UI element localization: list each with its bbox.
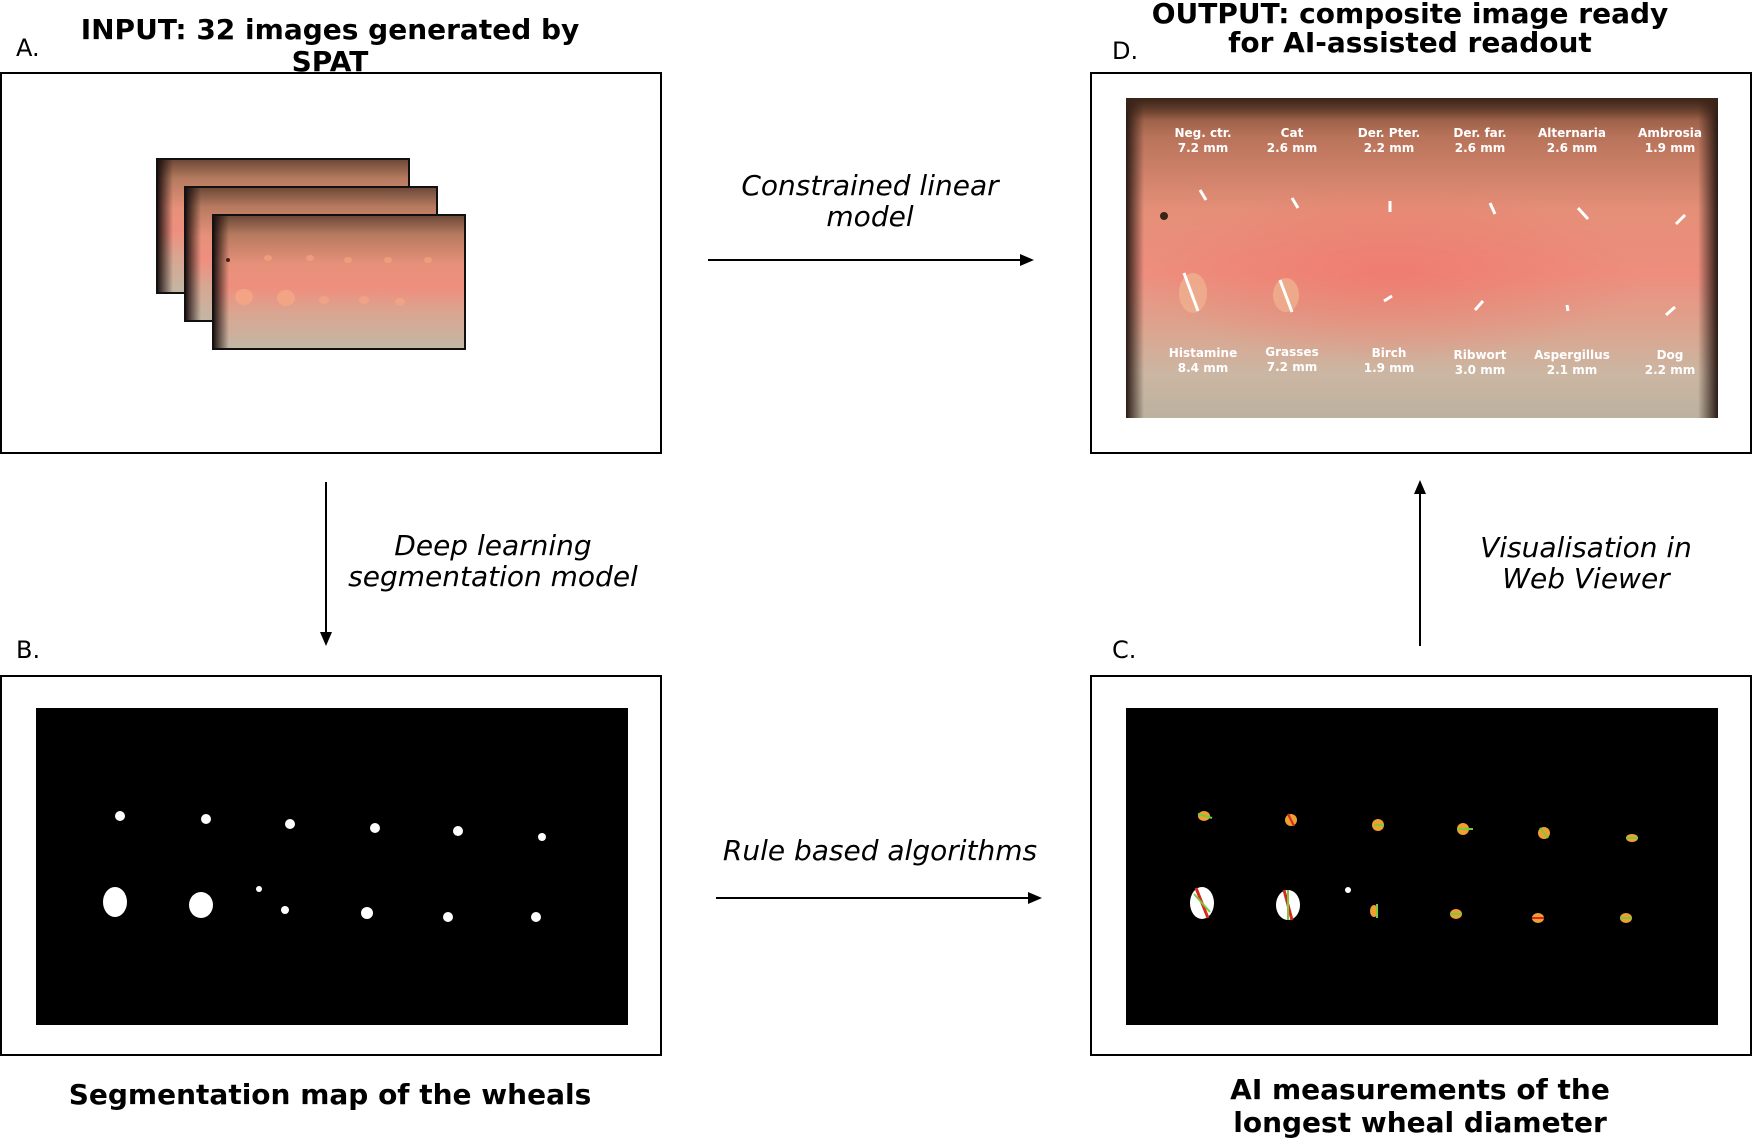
input-image-wheals [226, 255, 432, 306]
arrow-c-to-d [1414, 480, 1426, 646]
panel-d-title-line1: OUTPUT: composite image ready [1151, 0, 1669, 30]
arrow-a-to-b [320, 482, 332, 646]
segmentation-wheals [103, 811, 546, 922]
panel-a-letter: A. [16, 34, 40, 62]
panel-b-letter: B. [16, 636, 41, 664]
panel-d-title-line2: for AI-assisted readout [1228, 26, 1592, 59]
measurement-wheals [1190, 811, 1638, 923]
arrow-b-to-c [716, 892, 1042, 904]
panel-c-caption-line2: longest wheal diameter [1233, 1106, 1607, 1139]
top-label-3: Der. Pter.2.2 mm [1357, 126, 1421, 155]
panel-b-segmentation-box [0, 675, 662, 1056]
top-label-1: Neg. ctr.7.2 mm [1174, 126, 1232, 155]
panel-c-measurement-box [1090, 675, 1752, 1056]
segmentation-map [36, 708, 628, 1025]
arrow-b-to-c-label: Rule based algorithms [722, 834, 1038, 867]
top-label-4: Der. far.2.6 mm [1453, 126, 1507, 155]
arrow-c-to-d-label-line1: Visualisation in [1480, 531, 1692, 564]
panel-d-letter: D. [1112, 37, 1139, 65]
composite-measure-lines [1160, 189, 1687, 317]
input-image-stack-3 [212, 214, 466, 350]
panel-a-title: INPUT: 32 images generated by SPAT [80, 13, 580, 78]
panel-c-letter: C. [1112, 636, 1137, 664]
measurement-map [1126, 708, 1718, 1025]
arrow-a-to-d-label-line1: Constrained linear [741, 169, 999, 202]
panel-c-caption-line1: AI measurements of the [1230, 1073, 1610, 1106]
arrow-c-to-d-label-line2: Web Viewer [1502, 562, 1670, 595]
arrow-a-to-b-label-line2: segmentation model [348, 560, 638, 593]
panel-b-caption: Segmentation map of the wheals [68, 1078, 592, 1111]
panel-a-input-box [0, 72, 662, 454]
arrow-a-to-b-label-line1: Deep learning [394, 529, 592, 562]
arrow-a-to-d-label-line2: model [826, 200, 914, 233]
arrow-a-to-d [708, 254, 1034, 266]
